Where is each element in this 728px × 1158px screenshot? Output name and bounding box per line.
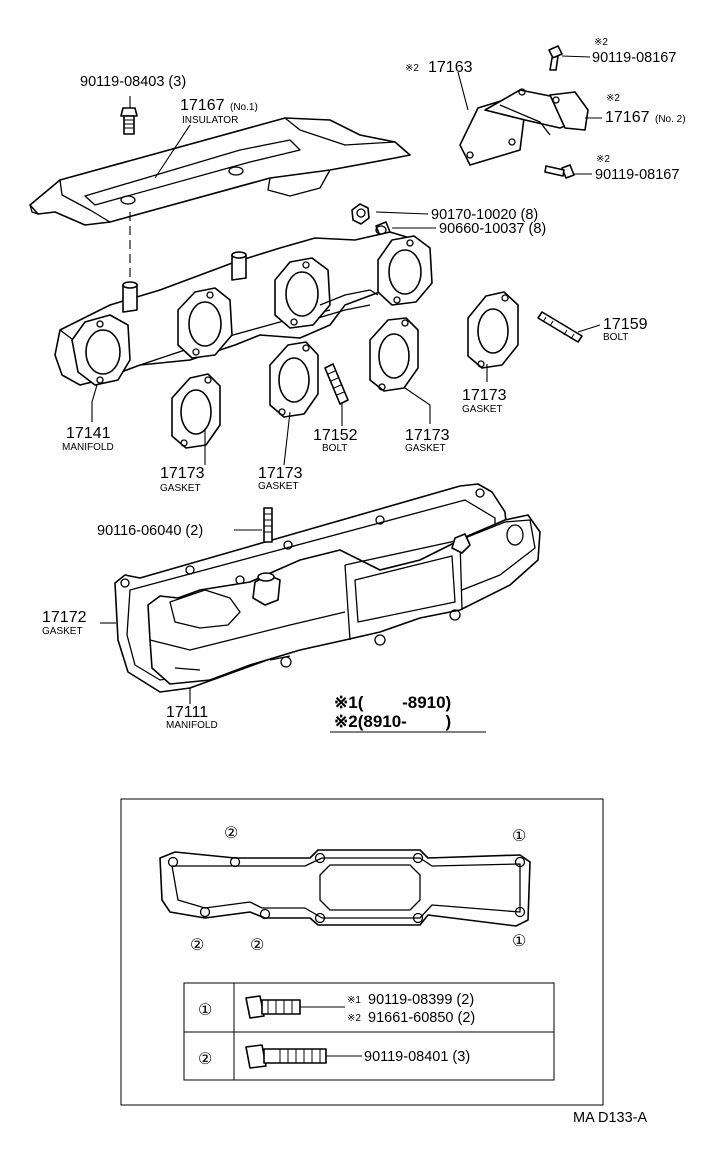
label-17173-c-number: 17173 [405, 427, 450, 444]
label-17152-name: BOLT [322, 443, 347, 454]
label-17152-number: 17152 [313, 427, 358, 444]
manifold-17141-drawing [54, 231, 433, 386]
label-17141-number: 17141 [66, 425, 111, 442]
detail-callout-2-top: ② [224, 825, 238, 842]
label-90119-08167-a-mark: ※2 [594, 37, 608, 48]
label-17159-name: BOLT [603, 332, 628, 343]
detail-bolt-1-drawing [245, 995, 345, 1019]
table-row-1-mark-2: ※2 [347, 1013, 361, 1024]
label-17167-no2-number: 17167 [605, 109, 650, 126]
table-row-1-part-2: 91661-60850 (2) [368, 1010, 475, 1026]
detail-callout-1-top: ① [512, 828, 526, 845]
detail-bolt-2-drawing [245, 1044, 362, 1069]
label-17173-a-name: GASKET [160, 483, 201, 494]
label-17159-number: 17159 [603, 316, 648, 333]
detail-gasket-drawing [159, 849, 531, 927]
label-17173-b-name: GASKET [258, 481, 299, 492]
label-90119-08167-b: 90119-08167 [595, 167, 679, 183]
label-17111-number: 17111 [166, 704, 208, 721]
table-row-2-callout: ② [198, 1051, 212, 1068]
label-17167-no1-name: INSULATOR [182, 115, 238, 126]
leader-lines [91, 71, 602, 704]
label-17173-d-number: 17173 [462, 387, 507, 404]
label-90119-08167-a: 90119-08167 [592, 50, 676, 66]
label-17173-b-number: 17173 [258, 465, 303, 482]
label-17167-no1-sub: (No.1) [230, 102, 258, 113]
detail-box [120, 798, 604, 1106]
legend-line-2: ※2(8910- ) [334, 712, 451, 731]
label-17163: 17163 [428, 59, 473, 76]
label-17172-name: GASKET [42, 626, 83, 637]
label-17172-number: 17172 [42, 609, 87, 626]
bolt-90119-08167-a-drawing [548, 45, 591, 71]
label-17111-name: MANIFOLD [166, 720, 218, 731]
table-row-1-callout: ① [198, 1002, 212, 1019]
legend-line-1: ※1( -8910) [334, 693, 451, 712]
bracket-17163-drawing [459, 88, 589, 166]
nut-90170-10020-drawing [351, 203, 370, 225]
gasket-17173-d-drawing [467, 291, 519, 369]
label-17163-mark: ※2 [405, 63, 419, 74]
label-17173-d-name: GASKET [462, 404, 503, 415]
stud-90116-06040-drawing [263, 507, 273, 543]
label-90116-06040: 90116-06040 (2) [97, 523, 203, 539]
label-17167-no2-mark: ※2 [606, 93, 620, 104]
label-17167-no2-sub: (No. 2) [655, 114, 686, 125]
label-17141-name: MANIFOLD [62, 442, 114, 453]
label-90170-10020: 90170-10020 (8) [431, 207, 538, 223]
detail-callout-2-bottom-left: ② [190, 937, 204, 954]
table-row-2-part: 90119-08401 (3) [364, 1049, 470, 1065]
manifold-17111-drawing [147, 514, 541, 685]
gasket-17173-c-drawing [369, 317, 419, 392]
table-row-1-part-1: 90119-08399 (2) [368, 992, 474, 1008]
detail-callout-1-bottom: ① [512, 933, 526, 950]
gasket-17173-b-drawing [269, 341, 319, 418]
fastener-table [183, 982, 555, 1081]
insulator-no1-drawing [29, 117, 411, 226]
label-17173-c-name: GASKET [405, 443, 446, 454]
bolt-17152-drawing [324, 363, 349, 405]
table-row-1-mark-1: ※1 [347, 995, 361, 1006]
footer-code: MA D133-A [573, 1110, 647, 1126]
detail-callout-2-bottom-mid: ② [250, 937, 264, 954]
label-90119-08403: 90119-08403 (3) [80, 74, 186, 90]
label-17173-a-number: 17173 [160, 465, 205, 482]
label-17167-no1-number: 17167 [180, 97, 225, 114]
label-90119-08167-b-mark: ※2 [596, 154, 610, 165]
gasket-17173-a-drawing [171, 373, 221, 449]
bolt-17159-drawing [537, 311, 583, 343]
bolt-90119-08167-b-drawing [544, 164, 592, 179]
bolt-90119-08403-drawing [120, 96, 138, 282]
label-90660-10037: 90660-10037 (8) [439, 221, 546, 237]
